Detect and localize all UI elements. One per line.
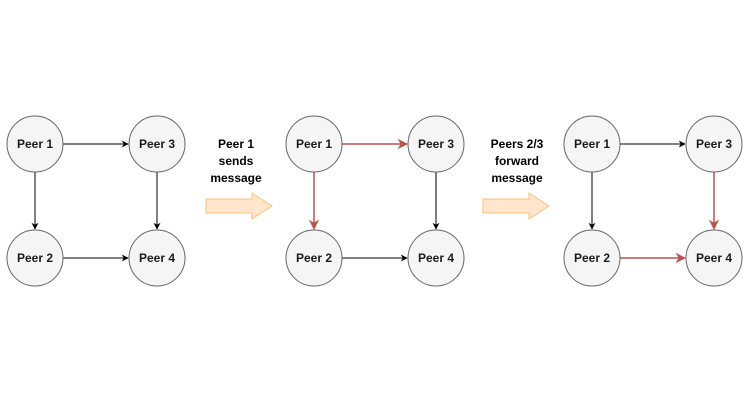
node-circle (563, 115, 621, 173)
caption-line: forward (494, 154, 539, 168)
node-circle (128, 115, 186, 173)
node-peer-2: Peer 2 (6, 229, 64, 287)
node-label: Peer 3 (696, 137, 732, 151)
node-label: Peer 1 (296, 137, 332, 151)
node-label: Peer 4 (418, 251, 454, 265)
node-peer-4: Peer 4 (685, 229, 743, 287)
node-label: Peer 4 (696, 251, 732, 265)
node-label: Peer 4 (139, 251, 175, 265)
caption-line: message (491, 171, 543, 185)
node-circle (685, 229, 743, 287)
transition-arrows (205, 192, 550, 220)
node-peer-3: Peer 3 (685, 115, 743, 173)
edges-layer (31, 138, 720, 264)
node-circle (285, 229, 343, 287)
node-circle (407, 115, 465, 173)
node-peer-4: Peer 4 (128, 229, 186, 287)
node-circle (563, 229, 621, 287)
node-circle (6, 115, 64, 173)
caption-line: message (210, 171, 262, 185)
node-peer-1: Peer 1 (563, 115, 621, 173)
caption-line: sends (218, 154, 254, 168)
caption-line: Peers 2/3 (490, 137, 544, 151)
node-label: Peer 3 (139, 137, 175, 151)
node-peer-3: Peer 3 (128, 115, 186, 173)
node-label: Peer 2 (574, 251, 610, 265)
node-peer-1: Peer 1 (285, 115, 343, 173)
transition-arrow-icon (205, 192, 273, 220)
node-circle (6, 229, 64, 287)
node-peer-1: Peer 1 (6, 115, 64, 173)
node-label: Peer 2 (296, 251, 332, 265)
node-peer-3: Peer 3 (407, 115, 465, 173)
transition-arrow-icon (482, 192, 550, 220)
transition-caption-1: Peer 1 sends message (191, 136, 281, 187)
node-peer-4: Peer 4 (407, 229, 465, 287)
node-circle (407, 229, 465, 287)
node-label: Peer 2 (17, 251, 53, 265)
transition-caption-2: Peers 2/3 forward message (472, 136, 562, 187)
node-peer-2: Peer 2 (285, 229, 343, 287)
node-label: Peer 1 (17, 137, 53, 151)
node-peer-2: Peer 2 (563, 229, 621, 287)
caption-line: Peer 1 (217, 137, 255, 151)
node-label: Peer 3 (418, 137, 454, 151)
node-circle (285, 115, 343, 173)
nodes-layer: Peer 1 Peer 2 Peer 3 Peer 4 Peer 1 Peer 2 Peer… (6, 115, 743, 287)
node-label: Peer 1 (574, 137, 610, 151)
node-circle (128, 229, 186, 287)
node-circle (685, 115, 743, 173)
